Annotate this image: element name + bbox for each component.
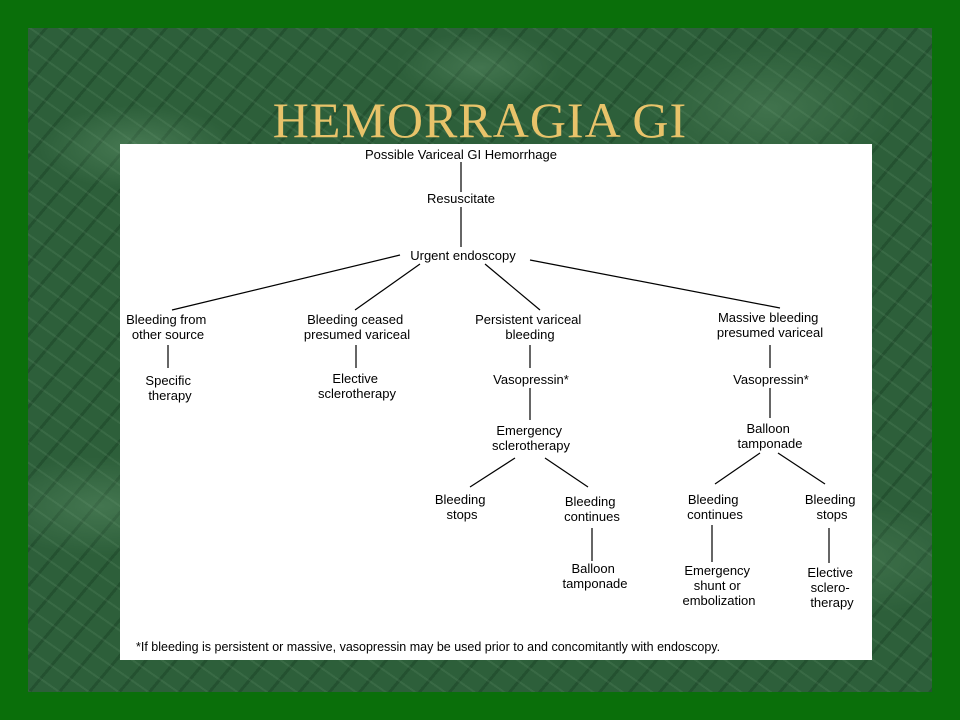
node-bleeding-other-source: Bleeding from other source — [126, 312, 210, 342]
node-elective-sclerotherapy: Elective sclerotherapy — [318, 371, 397, 401]
node-elective-sclero-therapy: Elective sclero- therapy — [807, 565, 856, 610]
connector-emergency-continues — [544, 457, 589, 488]
node-emergency-shunt: Emergency shunt or embolization — [683, 563, 756, 608]
node-persistent-vasopressin: Vasopressin* — [493, 372, 569, 387]
node-massive-bleeding: Massive bleeding presumed variceal — [717, 310, 823, 340]
connector-emergency-stops — [469, 457, 516, 488]
flowchart-panel: Possible Variceal GI Hemorrhage Resuscit… — [120, 144, 872, 660]
node-persistent-bleeding-continues: Bleeding continues — [564, 494, 620, 524]
node-emergency-sclerotherapy: Emergency sclerotherapy — [492, 423, 571, 453]
node-massive-vasopressin: Vasopressin* — [733, 372, 809, 387]
node-massive-bleeding-stops: Bleeding stops — [805, 492, 859, 522]
node-root: Possible Variceal GI Hemorrhage — [365, 147, 557, 162]
flowchart-footnote: *If bleeding is persistent or massive, v… — [136, 640, 720, 654]
node-massive-balloon-tamponade: Balloon tamponade — [737, 421, 802, 451]
node-persistent-balloon-tamponade: Balloon tamponade — [562, 561, 627, 591]
connectors — [167, 162, 830, 563]
connector-balloon-continues — [714, 452, 761, 485]
node-urgent-endoscopy: Urgent endoscopy — [410, 248, 516, 263]
connector-balloon-stops — [777, 452, 826, 485]
connector-endoscopy-massive — [529, 259, 781, 309]
connector-endoscopy-ceased — [354, 263, 421, 311]
flowchart-svg: Possible Variceal GI Hemorrhage Resuscit… — [126, 147, 859, 654]
slide-title: HEMORRAGIA GI — [272, 92, 688, 148]
connector-endoscopy-persistent — [484, 263, 541, 311]
node-specific-therapy: Specific therapy — [145, 373, 194, 403]
node-persistent-bleeding: Persistent variceal bleeding — [475, 312, 585, 342]
node-resuscitate: Resuscitate — [427, 191, 495, 206]
node-bleeding-ceased: Bleeding ceased presumed variceal — [304, 312, 410, 342]
node-massive-bleeding-continues: Bleeding continues — [687, 492, 743, 522]
node-persistent-bleeding-stops: Bleeding stops — [435, 492, 489, 522]
connector-endoscopy-other — [171, 254, 401, 311]
